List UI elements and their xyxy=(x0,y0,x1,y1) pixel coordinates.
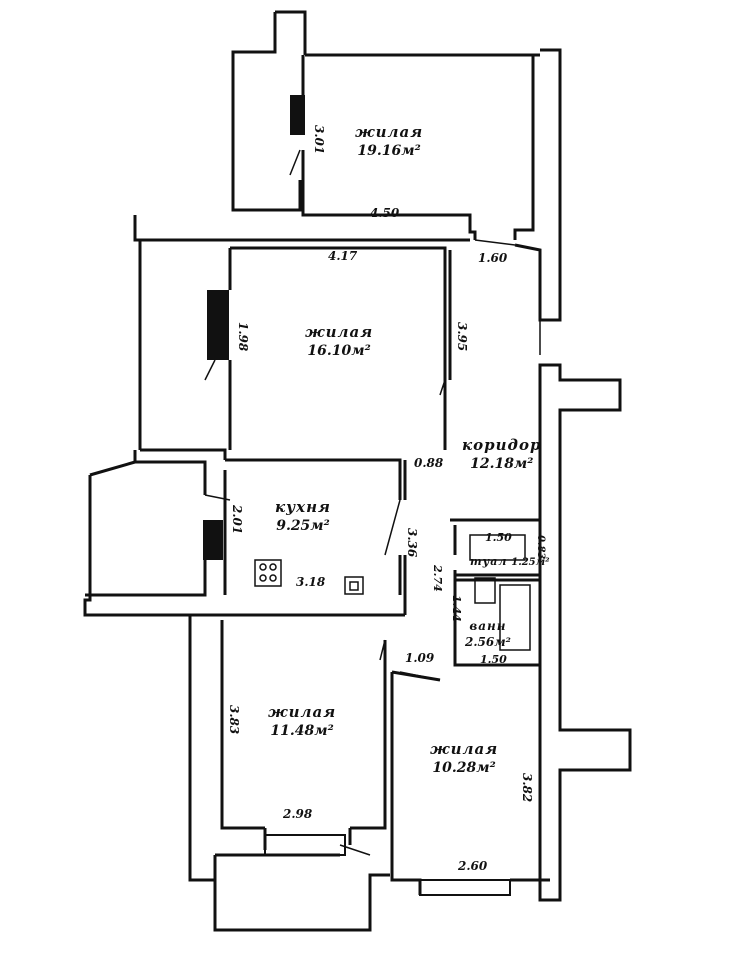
dim-room3-side: 3.83 xyxy=(227,705,241,735)
dim-kitchen-depth: 3.36 xyxy=(405,528,419,558)
dim-door-corridor: 1.60 xyxy=(478,251,508,265)
wall-top-left-block xyxy=(231,10,307,212)
dim-room3-width: 2.98 xyxy=(283,807,313,821)
bathtub-icon xyxy=(499,584,531,651)
wall-room2-partition xyxy=(443,250,452,450)
wall-bedroom3-balcony xyxy=(213,828,390,932)
dim-kitchen-side: 2.01 xyxy=(230,505,244,535)
dim-kitchen-width: 3.18 xyxy=(296,575,326,589)
room-name: ванн xyxy=(469,619,507,633)
wall-room1 xyxy=(301,53,540,240)
room-label-living-2: жилая 16.10м² xyxy=(305,323,374,359)
room-name: жилая xyxy=(355,123,424,141)
room-label-kitchen: кухня 9.25м² xyxy=(275,498,331,534)
room-name: коридор xyxy=(462,436,542,454)
room-name: туал xyxy=(470,555,508,568)
wall-room1-right-outer xyxy=(514,48,562,322)
dim-room4-depth: 3.82 xyxy=(520,773,534,803)
wall-lower-left xyxy=(188,615,387,882)
wall-kitchen-left-exterior xyxy=(83,460,405,617)
wall-wc-bath xyxy=(450,518,540,667)
wall-mid-horizontal xyxy=(133,215,470,450)
room-area: 16.10м² xyxy=(307,343,371,359)
dim-room2-side: 1.98 xyxy=(236,322,250,352)
room-area: 2.56м² xyxy=(465,635,511,649)
room-label-bath: ванн 2.56м² xyxy=(465,620,511,648)
sink-icon xyxy=(344,576,364,595)
washbasin-icon xyxy=(469,534,526,561)
dim-wc-width: 1.50 xyxy=(485,531,512,544)
room-name: жилая xyxy=(430,740,499,758)
dim-room2-width: 4.17 xyxy=(328,249,358,263)
stove-icon xyxy=(254,559,282,587)
room-label-living-4: жилая 10.28м² xyxy=(430,740,499,776)
room-area: 9.25м² xyxy=(276,518,330,534)
dim-room2-depth: 3.95 xyxy=(455,322,469,352)
room-area: 12.18м² xyxy=(470,456,534,472)
room-label-living-3: жилая 11.48м² xyxy=(268,703,337,739)
room-label-corridor: коридор 12.18м² xyxy=(462,436,542,472)
wall-kitchen xyxy=(223,458,407,615)
room-name: жилая xyxy=(268,703,337,721)
wall-room2 xyxy=(228,246,447,450)
room-name: жилая xyxy=(305,323,374,341)
dim-room1-width: 4.50 xyxy=(370,206,400,220)
dim-bath-side-b: 1.44 xyxy=(450,595,463,622)
dim-room4-width: 2.60 xyxy=(458,859,488,873)
dim-kitchen-door: 0.88 xyxy=(414,456,444,470)
room-label-wc: туал 1.25м² xyxy=(470,556,550,568)
dim-bath-width: 1.50 xyxy=(480,653,507,666)
door-swing xyxy=(204,149,541,856)
room-area: 1.25м² xyxy=(511,557,550,568)
room-area: 19.16м² xyxy=(357,143,421,159)
room-label-living-1: жилая 19.16м² xyxy=(355,123,424,159)
dim-door-bedroom: 1.09 xyxy=(405,651,435,665)
dim-wc-depth: 0.83 xyxy=(535,535,546,560)
wall-right-outer xyxy=(538,363,632,902)
room-area: 11.48м² xyxy=(270,723,334,739)
dim-room1-side: 3.01 xyxy=(312,125,326,155)
room-name: кухня xyxy=(275,498,331,516)
room-area: 10.28м² xyxy=(432,760,496,776)
toilet-icon xyxy=(474,577,496,604)
wall-left-outer xyxy=(133,448,227,495)
dim-bath-side-a: 2.74 xyxy=(431,565,444,592)
